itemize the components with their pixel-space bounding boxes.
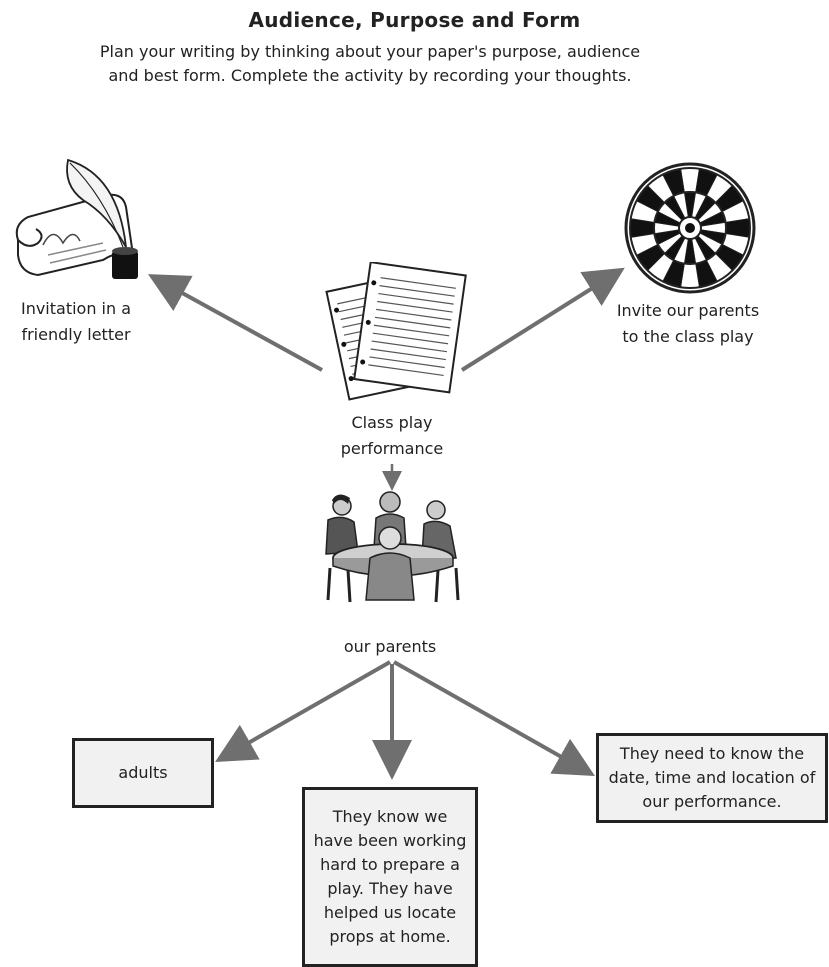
paper-stack-icon — [325, 262, 467, 401]
people-at-table-icon — [325, 491, 460, 603]
adults-box: adults — [72, 738, 214, 808]
topic-label: Class play performance — [340, 413, 444, 458]
audience-label: our parents — [343, 637, 437, 656]
needs-box: They need to know the date, time and loc… — [596, 733, 828, 823]
knowledge-box: They know we have been working hard to p… — [302, 787, 478, 967]
arrow-to-needs — [393, 660, 595, 776]
page-title: Audience, Purpose and Form — [248, 8, 581, 32]
instructions-text: Plan your writing by thinking about your… — [99, 42, 641, 85]
scroll-quill-icon — [15, 158, 138, 279]
arrow-to-adults — [215, 660, 391, 762]
arrow-to-purpose — [460, 267, 625, 372]
purpose-label: Invite our parents to the class play — [616, 301, 760, 346]
form-label: Invitation in a friendly letter — [20, 299, 132, 344]
dartboard-icon — [624, 162, 756, 294]
arrow-to-form — [147, 274, 323, 372]
